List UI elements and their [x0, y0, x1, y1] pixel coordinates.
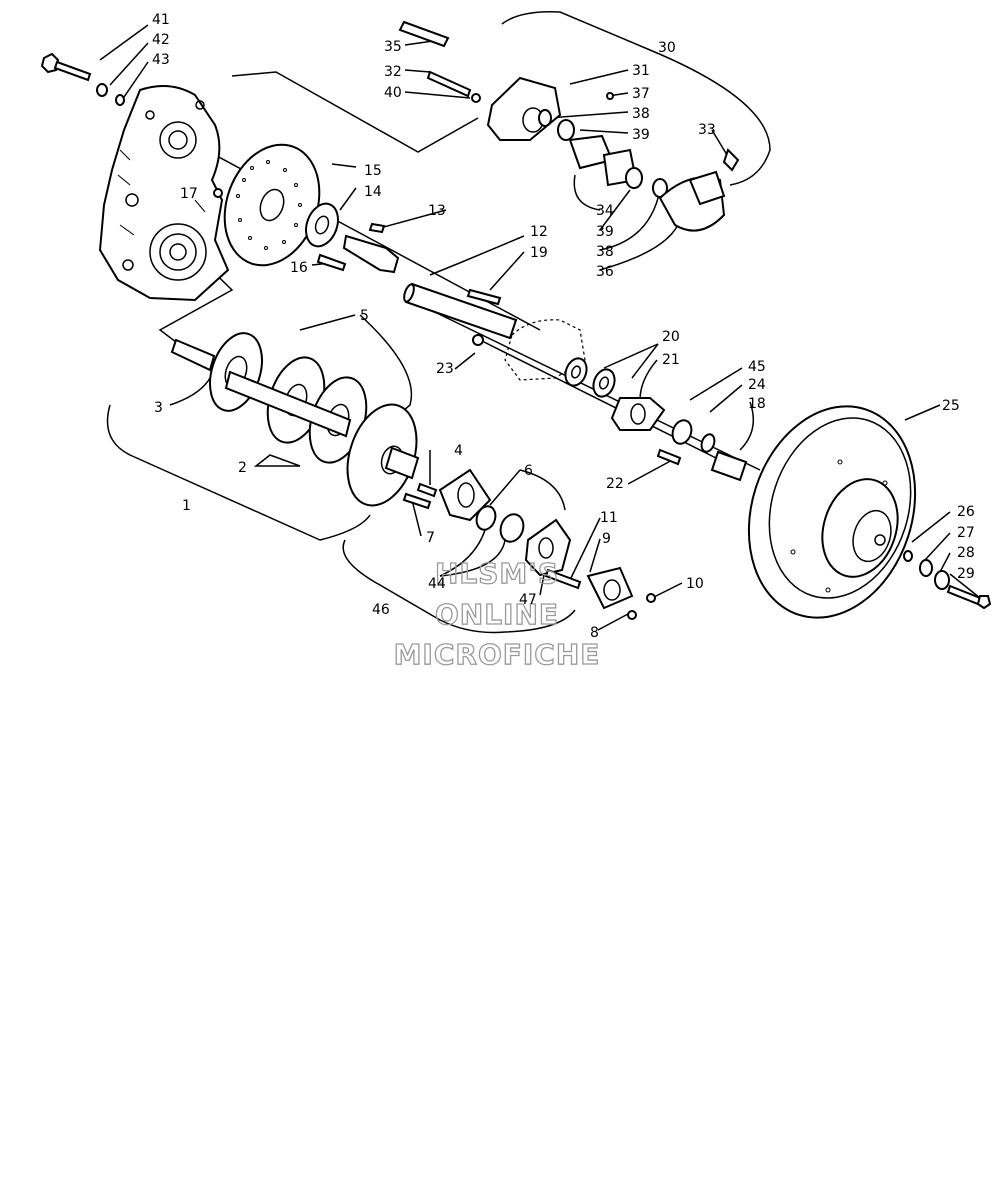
callout-42: 42 [152, 32, 170, 48]
callout-33: 33 [698, 122, 716, 138]
bearing-flange-4 [438, 468, 492, 522]
callout-38-top: 38 [632, 106, 650, 122]
callout-36: 36 [596, 264, 614, 280]
bolt-10 [646, 593, 656, 603]
key-19 [466, 288, 502, 306]
callout-4: 4 [454, 443, 463, 459]
callout-21: 21 [662, 352, 680, 368]
callout-28: 28 [957, 545, 975, 561]
callout-2: 2 [238, 460, 247, 476]
callout-20: 20 [662, 329, 680, 345]
callout-7: 7 [426, 530, 435, 546]
washer-28 [934, 570, 950, 590]
callout-1: 1 [182, 498, 191, 514]
washer-27 [919, 559, 933, 577]
bearing-housing-outline [504, 319, 586, 381]
bearing-flange-6 [524, 518, 572, 577]
bracket-9 [586, 566, 634, 610]
spacer-45 [671, 419, 693, 445]
nut-17 [213, 188, 223, 198]
washer-24 [700, 433, 716, 453]
callout-47: 47 [519, 592, 537, 608]
driven-pulley [747, 405, 917, 619]
bearing-44b [499, 513, 525, 543]
bolt-22 [656, 448, 682, 466]
spacer-18 [710, 450, 748, 482]
callout-41: 41 [152, 12, 170, 28]
brake-disc [223, 143, 321, 267]
callout-24: 24 [748, 377, 766, 393]
bearings-20 [564, 357, 616, 398]
callout-6: 6 [524, 463, 533, 479]
callout-38-bottom: 38 [596, 244, 614, 260]
callout-17: 17 [180, 186, 198, 202]
callout-26: 26 [957, 504, 975, 520]
bolt-7 [402, 492, 432, 510]
drive-shaft [403, 282, 518, 340]
watermark: HLSM'S ONLINE MICROFICHE [393, 556, 601, 671]
callout-40: 40 [384, 85, 402, 101]
callout-labels: 41 42 43 17 15 14 13 16 12 19 5 3 2 1 23… [152, 12, 975, 641]
callout-10: 10 [686, 576, 704, 592]
callout-32: 32 [384, 64, 402, 80]
callout-18: 18 [748, 396, 766, 412]
callout-29: 29 [957, 566, 975, 582]
callout-9: 9 [602, 531, 611, 547]
callout-45: 45 [748, 359, 766, 375]
bolt-41 [40, 52, 125, 106]
callout-8: 8 [590, 625, 599, 641]
callout-39-top: 39 [632, 127, 650, 143]
callout-34: 34 [596, 203, 614, 219]
bolt-47 [544, 568, 582, 590]
callout-12: 12 [530, 224, 548, 240]
callout-43: 43 [152, 52, 170, 68]
bolt-4 [416, 482, 438, 498]
callout-46: 46 [372, 602, 390, 618]
brake-caliper [398, 20, 740, 232]
callout-27: 27 [957, 525, 975, 541]
callout-35: 35 [384, 39, 402, 55]
callout-23: 23 [436, 361, 454, 377]
callout-13: 13 [428, 203, 446, 219]
callout-30: 30 [658, 40, 676, 56]
callout-19: 19 [530, 245, 548, 261]
callout-22: 22 [606, 476, 624, 492]
callout-11: 11 [600, 510, 618, 526]
shaft-end-12 [342, 234, 400, 274]
washer-26 [903, 550, 913, 562]
callout-39-bottom: 39 [596, 224, 614, 240]
flange-21 [610, 397, 666, 431]
chaincase-housing [98, 85, 230, 302]
watermark-line-2: ONLINE [435, 598, 559, 631]
callout-3: 3 [154, 400, 163, 416]
bolt-29 [946, 584, 992, 610]
nut-8 [627, 610, 637, 620]
callout-14: 14 [364, 184, 382, 200]
brake-hub [305, 202, 339, 248]
callout-16: 16 [290, 260, 308, 276]
key-13 [368, 222, 386, 234]
callout-37: 37 [632, 86, 650, 102]
callout-15: 15 [364, 163, 382, 179]
nut-23 [472, 334, 484, 346]
callout-5: 5 [360, 308, 369, 324]
callout-44: 44 [428, 576, 446, 592]
watermark-line-1: HLSM'S [435, 557, 559, 590]
callout-25: 25 [942, 398, 960, 414]
watermark-line-3: MICROFICHE [394, 638, 601, 671]
bolt-16 [316, 253, 347, 272]
callout-31: 31 [632, 63, 650, 79]
track-drive-assembly [170, 332, 420, 507]
bearing-44a [475, 505, 497, 531]
